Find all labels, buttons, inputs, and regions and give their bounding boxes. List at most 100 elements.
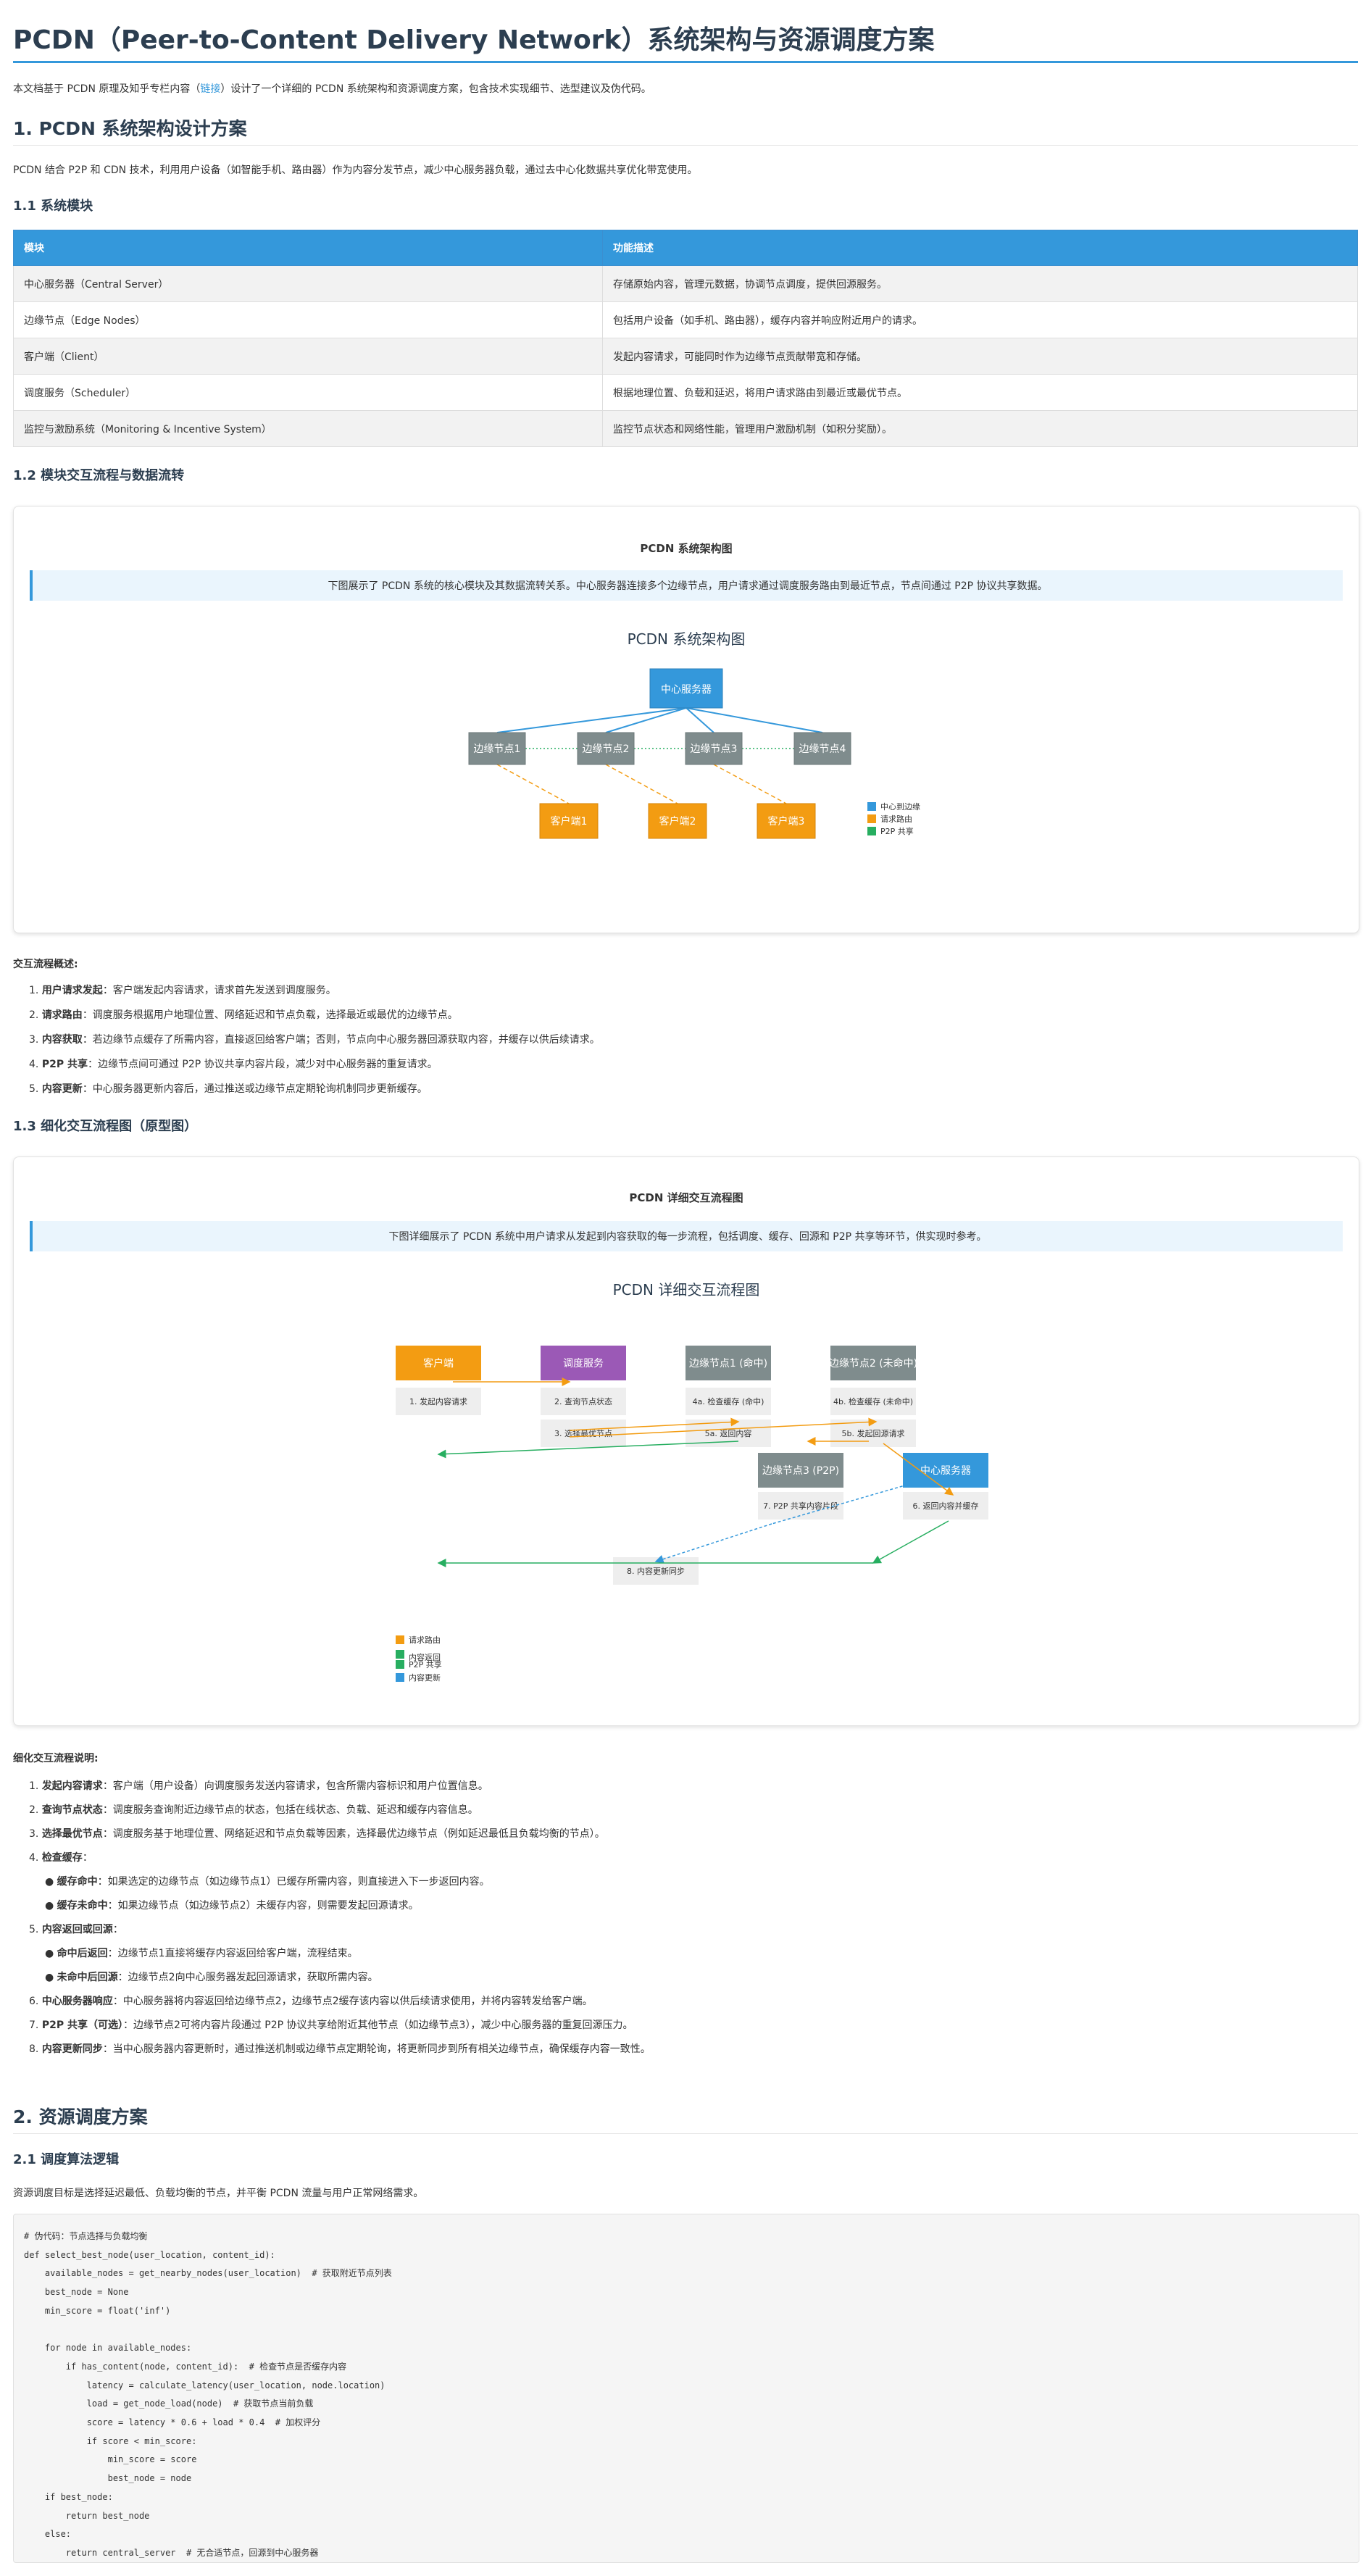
step-4a: 4a. 检查缓存 (命中) [686,1388,771,1415]
step-7: 7. P2P 共享内容片段 [758,1492,843,1520]
svg-text:边缘节点1 (命中): 边缘节点1 (命中) [689,1357,767,1370]
section-1-text: PCDN 结合 P2P 和 CDN 技术，利用用户设备（如智能手机、路由器）作为… [13,164,698,176]
actor-central-server: 中心服务器 [903,1453,988,1488]
step-6: 6. 返回内容并缓存 [903,1492,988,1520]
list-item: 5. 内容更新：中心服务器更新内容后，通过推送或边缘节点定期轮询机制同步更新缓存… [29,1083,428,1095]
svg-text:客户端3: 客户端3 [768,815,805,828]
list-item: 1. 用户请求发起：客户端发起内容请求，请求首先发送到调度服务。 [29,985,336,996]
svg-text:5a. 返回内容: 5a. 返回内容 [705,1428,752,1438]
table-row: 边缘节点（Edge Nodes）包括用户设备（如手机、路由器），缓存内容并响应附… [13,301,1358,338]
svg-text:客户端1: 客户端1 [551,815,588,828]
svg-text:5b. 发起回源请求: 5b. 发起回源请求 [842,1428,905,1438]
svg-text:边缘节点2 (未命中): 边缘节点2 (未命中) [829,1357,917,1370]
detail-flow-title: 细化交互流程说明: [13,1753,99,1764]
svg-text:边缘节点4: 边缘节点4 [799,743,846,755]
list-item: 2. 请求路由：调度服务根据用户地理位置、网络延迟和节点负载，选择最近或最优的边… [29,1009,458,1021]
section-2-heading: 2. 资源调度方案 [13,2106,148,2127]
flow-arrows [437,1377,954,1567]
module-cell: 客户端（Client） [13,338,603,375]
detailed-flow-card-title: PCDN 详细交互流程图 [629,1191,743,1204]
detailed-flow-description: 下图详细展示了 PCDN 系统中用户请求从发起到内容获取的每一步流程，包括调度、… [30,1221,1343,1251]
sub-list-item: ● 命中后返回：边缘节点1直接将缓存内容返回给客户端，流程结束。 [45,1948,358,1959]
table-row: 中心服务器（Central Server）存储原始内容，管理元数据，协调节点调度… [13,265,1358,302]
section-1-2-heading: 1.2 模块交互流程与数据流转 [13,468,185,483]
client-node-1: 客户端1 [539,803,599,839]
list-item: 7. P2P 共享（可选）：边缘节点2可将内容片段通过 P2P 协议共享给附近其… [29,2019,633,2031]
list-item: 4. 检查缓存： [29,1852,93,1864]
detailed-flow-card: PCDN 详细交互流程图 下图详细展示了 PCDN 系统中用户请求从发起到内容获… [13,1156,1359,1726]
pseudo-code: # 伪代码：节点选择与负载均衡 def select_best_node(use… [24,2231,392,2558]
architecture-diagram-title: PCDN 系统架构图 [628,630,746,648]
section-2-1-heading: 2.1 调度算法逻辑 [13,2152,120,2167]
function-cell: 包括用户设备（如手机、路由器），缓存内容并响应附近用户的请求。 [602,301,1358,338]
modules-table: 模块 功能描述 中心服务器（Central Server）存储原始内容，管理元数… [13,230,1358,447]
detailed-flow-diagram: PCDN 详细交互流程图 客户端 调度服务 边缘节点1 (命中) 边缘节点2 (… [396,1281,988,1683]
edge-node-4: 边缘节点4 [793,732,851,765]
svg-text:1. 发起内容请求: 1. 发起内容请求 [409,1396,467,1406]
actor-edge-node-3: 边缘节点3 (P2P) [758,1453,843,1488]
page-title: PCDN（Peer-to-Content Delivery Network）系统… [13,25,935,55]
module-cell: 调度服务（Scheduler） [13,374,603,411]
actor-client: 客户端 [396,1346,481,1380]
sub-list-item: ● 缓存未命中：如果边缘节点（如边缘节点2）未缓存内容，则需要发起回源请求。 [45,1900,419,1912]
legend-content-update: 内容更新 [409,1672,441,1683]
detailed-legend: 请求路由 内容返回 P2P 共享 内容更新 [396,1635,442,1683]
svg-text:客户端2: 客户端2 [659,815,696,828]
center-server-node: 中心服务器 [649,668,723,709]
edge-node-1: 边缘节点1 [468,732,526,765]
legend-request-route: 请求路由 [880,814,912,824]
legend-p2p: P2P 共享 [880,826,914,836]
svg-text:边缘节点3: 边缘节点3 [691,743,738,755]
center-edge-links [496,707,823,733]
section-1-1-heading: 1.1 系统模块 [13,199,93,214]
architecture-card-title: PCDN 系统架构图 [640,542,733,555]
list-item: 5. 内容返回或回源： [29,1924,123,1935]
table-row: 监控与激励系统（Monitoring & Incentive System）监控… [13,410,1358,447]
svg-text:6. 返回内容并缓存: 6. 返回内容并缓存 [913,1501,979,1511]
legend-content-return: 内容返回 [409,1652,441,1662]
list-item: 3. 内容获取：若边缘节点缓存了所需内容，直接返回给客户端；否则，节点向中心服务… [29,1034,600,1046]
list-item: 3. 选择最优节点：调度服务基于地理位置、网络延迟和节点负载等因素，选择最优边缘… [29,1828,605,1840]
module-cell: 边缘节点（Edge Nodes） [13,301,603,338]
zhihu-link[interactable]: 链接 [200,83,221,95]
section-divider [13,2133,1358,2134]
legend-p2p: P2P 共享 [409,1659,442,1670]
function-cell: 监控节点状态和网络性能，管理用户激励机制（如积分奖励）。 [602,410,1358,447]
step-1: 1. 发起内容请求 [396,1388,481,1415]
architecture-legend: 中心到边缘 请求路由 P2P 共享 [867,802,920,836]
title-underline [13,61,1358,63]
sub-list-item: ● 未命中后回源：边缘节点2向中心服务器发起回源请求，获取所需内容。 [45,1972,378,1983]
svg-text:7. P2P 共享内容片段: 7. P2P 共享内容片段 [763,1501,838,1511]
list-item: 2. 查询节点状态：调度服务查询附近边缘节点的状态，包括在线状态、负载、延迟和缓… [29,1804,478,1816]
architecture-diagram: PCDN 系统架构图 中心服务器 [468,630,920,839]
step-2: 2. 查询节点状态 [541,1388,626,1415]
flow-summary-list: 1. 用户请求发起：客户端发起内容请求，请求首先发送到调度服务。 2. 请求路由… [29,985,600,1109]
svg-text:中心服务器: 中心服务器 [920,1465,971,1477]
list-item: 6. 中心服务器响应：中心服务器将内容返回给边缘节点2，边缘节点2缓存该内容以供… [29,1996,593,2007]
actor-edge-node-1: 边缘节点1 (命中) [686,1346,771,1380]
section-1-heading: 1. PCDN 系统架构设计方案 [13,118,247,139]
list-item: 4. P2P 共享：边缘节点间可通过 P2P 协议共享内容片段，减少对中心服务器… [29,1059,438,1070]
detailed-diagram-title: PCDN 详细交互流程图 [613,1281,760,1299]
edge-node-2: 边缘节点2 [577,732,635,765]
detail-flow-list: 1. 发起内容请求：客户端（用户设备）向调度服务发送内容请求，包含所需内容标识和… [29,1781,651,2068]
client-node-3: 客户端3 [757,803,816,839]
step-4b: 4b. 检查缓存 (未命中) [830,1388,916,1415]
svg-text:8. 内容更新同步: 8. 内容更新同步 [627,1566,685,1576]
section-1-3-heading: 1.3 细化交互流程图（原型图） [13,1119,198,1134]
legend-request-route: 请求路由 [409,1635,441,1645]
architecture-description: 下图展示了 PCDN 系统的核心模块及其数据流转关系。中心服务器连接多个边缘节点… [30,570,1343,601]
function-cell: 发起内容请求，可能同时作为边缘节点贡献带宽和存储。 [602,338,1358,375]
actor-scheduler: 调度服务 [541,1346,626,1380]
list-item: 8. 内容更新同步：当中心服务器内容更新时，通过推送机制或边缘节点定期轮询，将更… [29,2043,651,2055]
svg-text:2. 查询节点状态: 2. 查询节点状态 [554,1396,612,1406]
svg-text:4b. 检查缓存 (未命中): 4b. 检查缓存 (未命中) [833,1396,913,1406]
sub-list-item: ● 缓存命中：如果选定的边缘节点（如边缘节点1）已缓存所需内容，则直接进入下一步… [45,1876,490,1888]
function-cell: 根据地理位置、负载和延迟，将用户请求路由到最近或最优节点。 [602,374,1358,411]
request-routes [496,764,787,804]
module-cell: 中心服务器（Central Server） [13,265,603,302]
list-item: 1. 发起内容请求：客户端（用户设备）向调度服务发送内容请求，包含所需内容标识和… [29,1780,488,1792]
svg-text:边缘节点1: 边缘节点1 [474,743,521,755]
step-3: 3. 选择最优节点 [541,1420,626,1447]
section-divider [13,145,1358,146]
